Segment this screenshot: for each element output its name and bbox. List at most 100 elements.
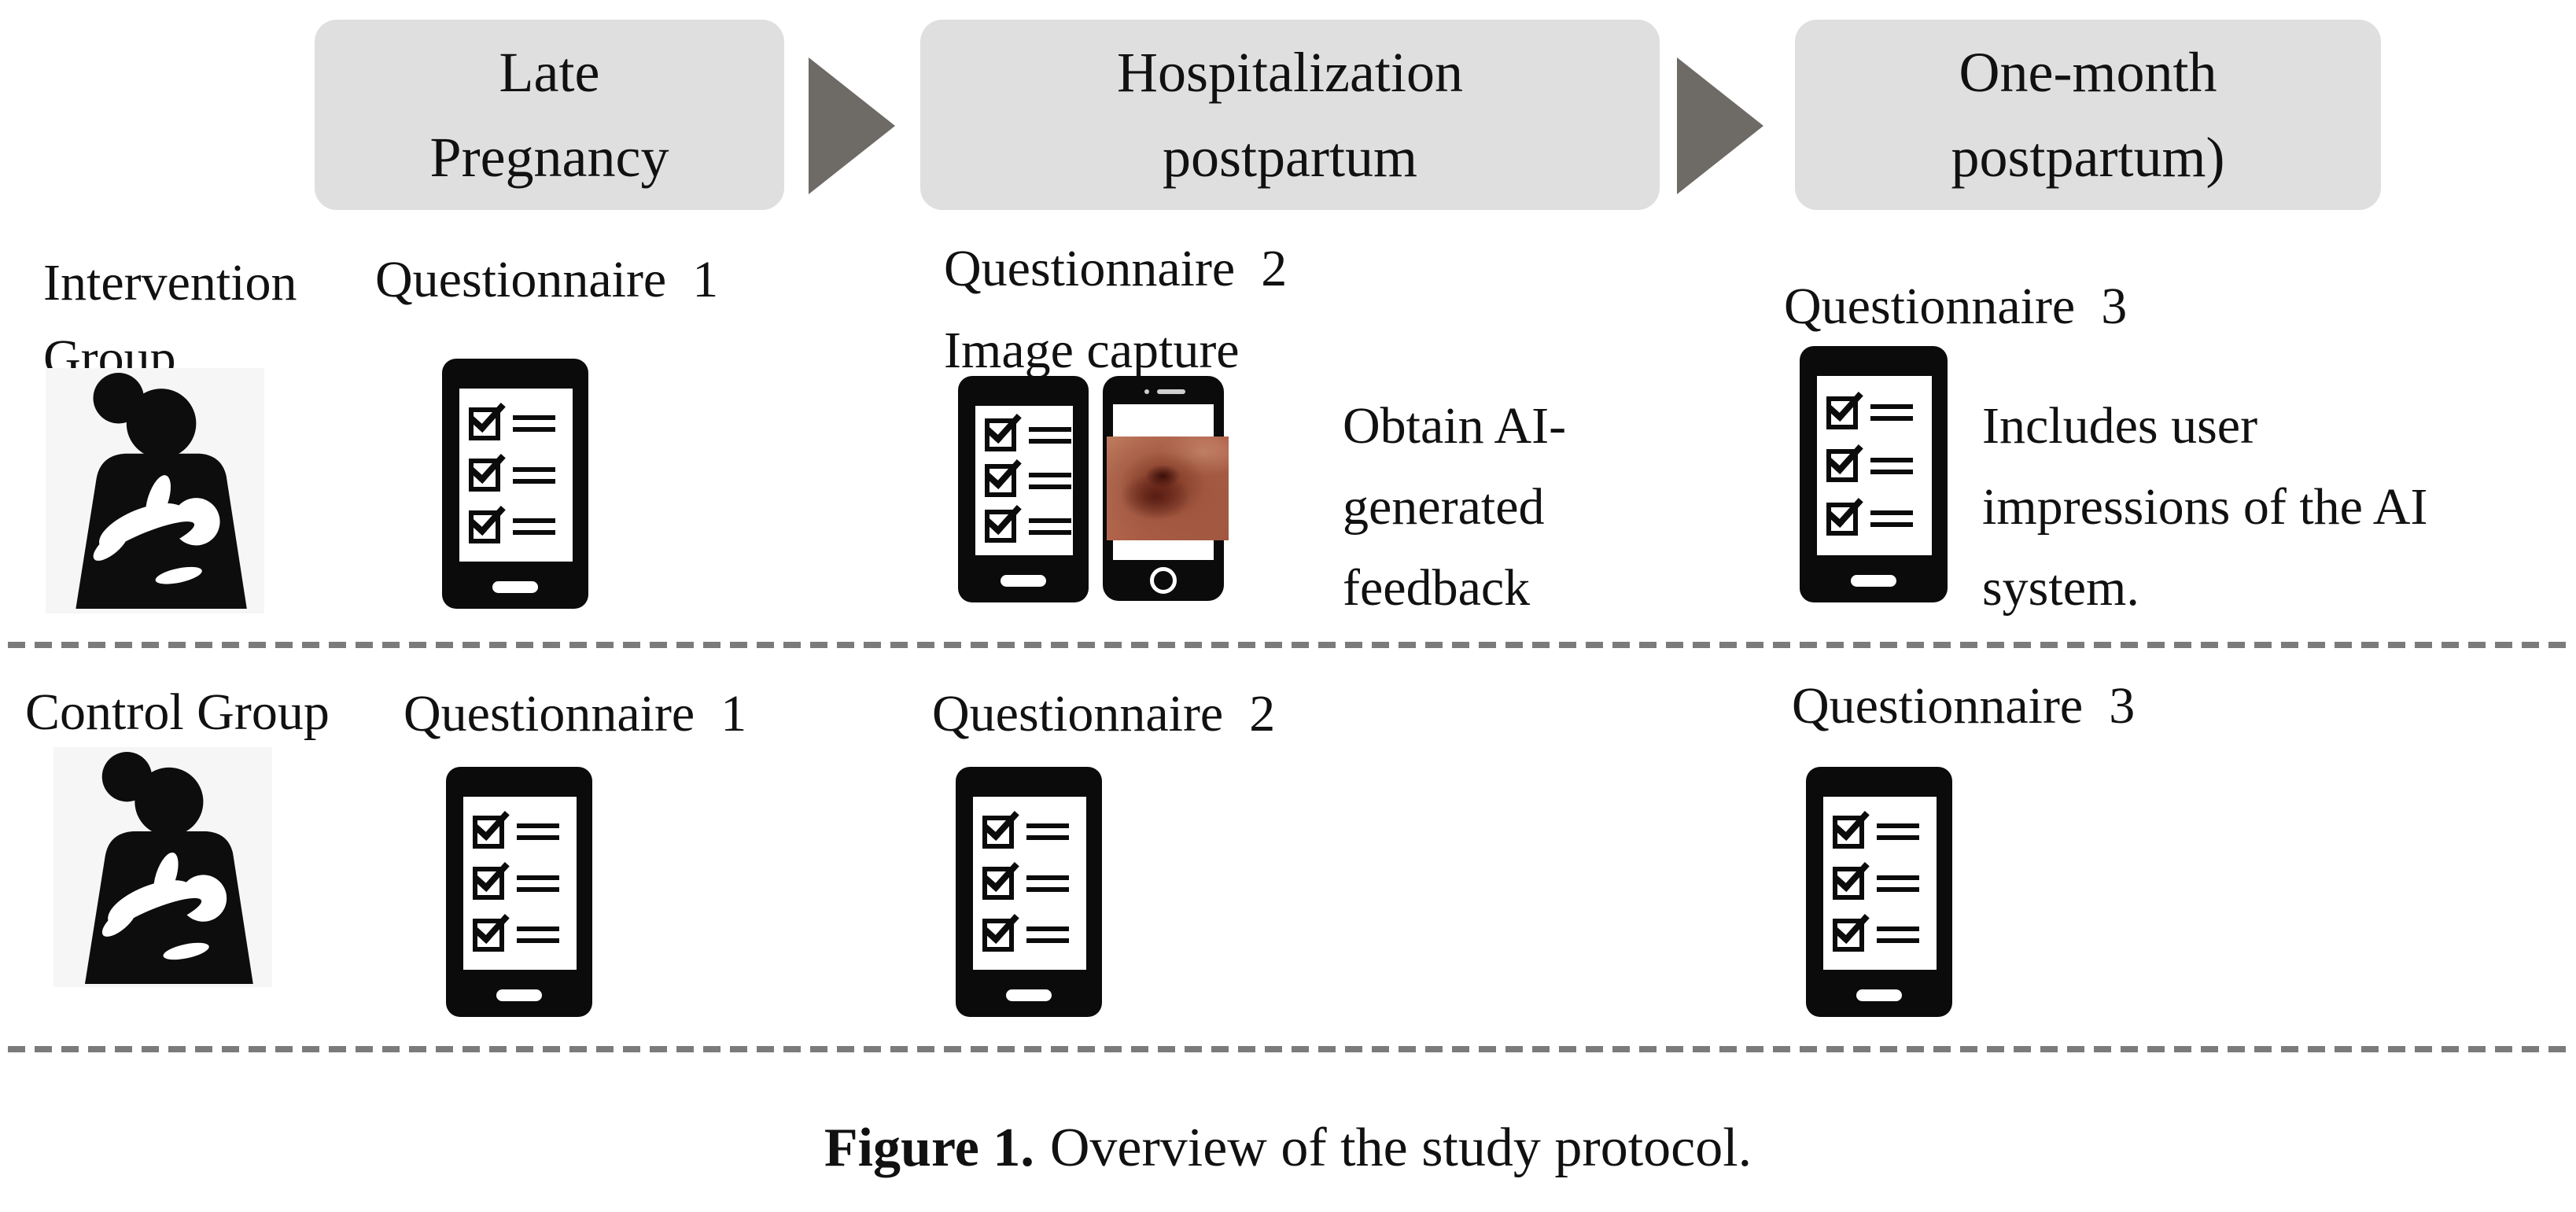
breastfeeding-mother-icon — [49, 371, 255, 609]
stage-label: Hospitalization postpartum — [1117, 41, 1463, 189]
checkbox-checked-icon — [1826, 383, 1863, 429]
text-lines-icon — [517, 823, 559, 840]
checkbox-checked-icon — [985, 405, 1022, 451]
intervention-questionnaire2-label: Questionnaire 2 — [944, 240, 1288, 297]
checkmark-icon — [473, 853, 510, 893]
checkbox-checked-icon — [473, 853, 510, 900]
checkbox-checked-icon — [1826, 436, 1863, 482]
checkmark-icon — [1833, 802, 1870, 841]
control-questionnaire2-label: Questionnaire 2 — [932, 685, 1276, 742]
checkmark-icon — [1826, 489, 1863, 528]
questionnaire-phone-icon — [442, 359, 588, 609]
checkbox-checked-icon — [473, 802, 510, 849]
checkmark-icon — [982, 853, 1019, 893]
checklist-item — [469, 497, 573, 543]
checkmark-icon — [985, 451, 1022, 490]
checkbox-checked-icon — [982, 802, 1019, 849]
checkmark-icon — [1833, 853, 1870, 893]
breastfeeding-mother-icon — [57, 750, 263, 984]
text-lines-icon — [1877, 875, 1919, 892]
home-button — [1851, 575, 1896, 587]
intervention-questionnaire1-label: Questionnaire 1 — [375, 251, 719, 308]
questionnaire-phone-icon — [1806, 767, 1952, 1017]
text-lines-icon — [513, 466, 555, 484]
stage-label: Late Pregnancy — [429, 41, 669, 189]
breast-photo — [1107, 437, 1229, 540]
text-lines-icon — [1026, 875, 1069, 892]
checkbox-checked-icon — [982, 853, 1019, 900]
checklist-item — [473, 905, 577, 952]
checkbox-checked-icon — [982, 905, 1019, 952]
control-group-label: Control Group — [25, 683, 330, 741]
checkmark-icon — [1826, 436, 1863, 475]
checkmark-icon — [469, 497, 506, 536]
phone-screen — [973, 797, 1086, 970]
phone-screen — [1823, 797, 1937, 970]
checklist-item — [985, 496, 1073, 543]
text-lines-icon — [1870, 404, 1913, 421]
checkbox-checked-icon — [985, 451, 1022, 497]
checkmark-icon — [982, 905, 1019, 944]
stage-box-one-month-postpartum: One-month postpartum) — [1795, 20, 2381, 210]
checkmark-icon — [473, 802, 510, 841]
checkmark-icon — [1833, 905, 1870, 944]
phone-screen — [975, 405, 1073, 555]
phone-screen — [459, 389, 573, 562]
flow-arrow-icon — [809, 57, 895, 194]
row-divider — [8, 1046, 2567, 1052]
checkmark-icon — [469, 445, 506, 484]
checkbox-checked-icon — [985, 496, 1022, 543]
ai-feedback-note: Obtain AI-generated feedback — [1343, 397, 1567, 617]
questionnaire-phone-icon — [446, 767, 592, 1017]
stage-box-hospitalization-postpartum: Hospitalization postpartum — [920, 20, 1660, 210]
checklist-item — [982, 905, 1086, 952]
figure-caption: Figure 1.Overview of the study protocol. — [0, 1117, 2576, 1180]
text-lines-icon — [1870, 510, 1913, 527]
phone-screen — [463, 797, 577, 970]
checkmark-icon — [985, 496, 1022, 536]
text-lines-icon — [1877, 926, 1919, 943]
checkbox-checked-icon — [469, 497, 506, 543]
speaker-icon — [1157, 389, 1185, 394]
home-button — [1006, 989, 1052, 1001]
checklist-item — [985, 451, 1073, 497]
home-button — [1001, 575, 1046, 587]
checkbox-checked-icon — [469, 445, 506, 492]
checklist-item — [473, 853, 577, 900]
text-lines-icon — [1029, 426, 1071, 444]
text-lines-icon — [1026, 823, 1069, 840]
phone-screen — [1817, 376, 1932, 555]
home-button — [492, 581, 538, 593]
home-button — [496, 989, 542, 1001]
intervention-questionnaire3-label: Questionnaire 3 — [1784, 278, 2128, 335]
text-lines-icon — [1870, 457, 1913, 474]
questionnaire-phone-icon — [956, 767, 1102, 1017]
checklist-item — [469, 394, 573, 440]
checklist-item — [1826, 436, 1932, 482]
image-capture-phone-icon — [1103, 376, 1229, 601]
questionnaire-phone-icon — [958, 376, 1089, 602]
stage-box-late-pregnancy: Late Pregnancy — [315, 20, 784, 210]
text-lines-icon — [517, 875, 559, 892]
checkbox-checked-icon — [1833, 853, 1870, 900]
control-questionnaire1-label: Questionnaire 1 — [404, 685, 747, 742]
text-lines-icon — [1029, 472, 1071, 489]
checkmark-icon — [469, 394, 506, 433]
intervention-group-label: Intervention Group — [43, 254, 297, 387]
text-lines-icon — [513, 518, 555, 535]
checkmark-icon — [473, 905, 510, 944]
checkbox-checked-icon — [1826, 489, 1863, 536]
user-impressions-note: Includes user impressions of the AI syst… — [1982, 397, 2428, 617]
questionnaire-phone-icon — [1800, 346, 1948, 602]
checklist-item — [1826, 489, 1932, 536]
camera-dot-icon — [1144, 389, 1149, 394]
checklist-item — [985, 405, 1073, 451]
checkbox-checked-icon — [1833, 802, 1870, 849]
checklist-item — [1833, 905, 1937, 952]
checklist-item — [473, 802, 577, 849]
flow-arrow-icon — [1677, 57, 1763, 194]
checklist-item — [1833, 853, 1937, 900]
image-capture-label: Image capture — [944, 322, 1240, 379]
checklist-item — [982, 853, 1086, 900]
checkmark-icon — [985, 405, 1022, 444]
